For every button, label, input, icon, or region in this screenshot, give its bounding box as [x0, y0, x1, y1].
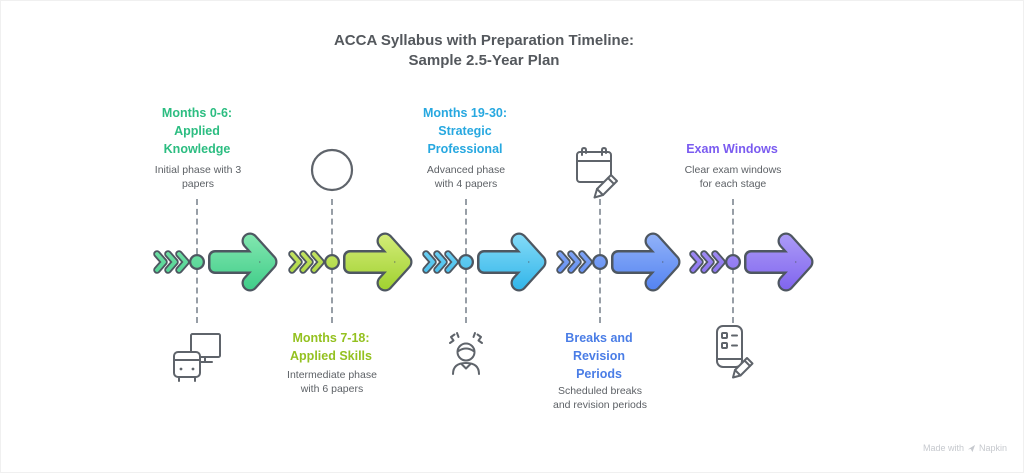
stage-label-breaks-revision: Breaks and Revision Periods: [565, 331, 633, 381]
timeline-segment-arrow: [422, 232, 547, 292]
stage-description-strategic-professional: Advanced phase with 4 papers: [426, 164, 506, 190]
stage-description-breaks-revision: Scheduled breaks and revision periods: [553, 385, 647, 411]
credit-text: Made with: [922, 443, 964, 453]
stage-label-exam-windows: Exam Windows: [686, 142, 778, 156]
stage-label-applied-skills: Months 7-18: Applied Skills: [290, 331, 372, 363]
page-title: ACCA Syllabus with Preparation Timeline:…: [184, 31, 784, 71]
napkin-credit: Made with Napkin: [923, 443, 1007, 453]
checklist-pencil-icon: [716, 325, 754, 379]
desktop-computer-icon: [173, 333, 221, 382]
timeline-segment-arrow: [556, 232, 681, 292]
napkin-logo-icon: [967, 444, 976, 452]
stage-description-exam-windows: Clear exam windows for each stage: [684, 164, 782, 190]
stressed-student-icon: [449, 332, 483, 375]
page-title-line2: Sample 2.5-Year Plan: [408, 52, 560, 69]
stage-label-strategic-professional: Months 19-30: Strategic Professional: [422, 106, 508, 156]
page-title-line1: ACCA Syllabus with Preparation Timeline:: [333, 32, 635, 49]
calendar-pencil-icon: [576, 147, 618, 199]
timeline-segment-arrow: [689, 232, 814, 292]
timeline-segment-arrow: [288, 232, 413, 292]
stage-label-applied-knowledge: Months 0-6: Applied Knowledge: [161, 106, 233, 156]
circle-icon: [310, 148, 354, 192]
stage-description-applied-knowledge: Initial phase with 3 papers: [154, 164, 242, 190]
timeline-segment-arrow: [153, 232, 278, 292]
credit-brand: Napkin: [978, 443, 1007, 453]
stage-description-applied-skills: Intermediate phase with 6 papers: [287, 369, 377, 395]
